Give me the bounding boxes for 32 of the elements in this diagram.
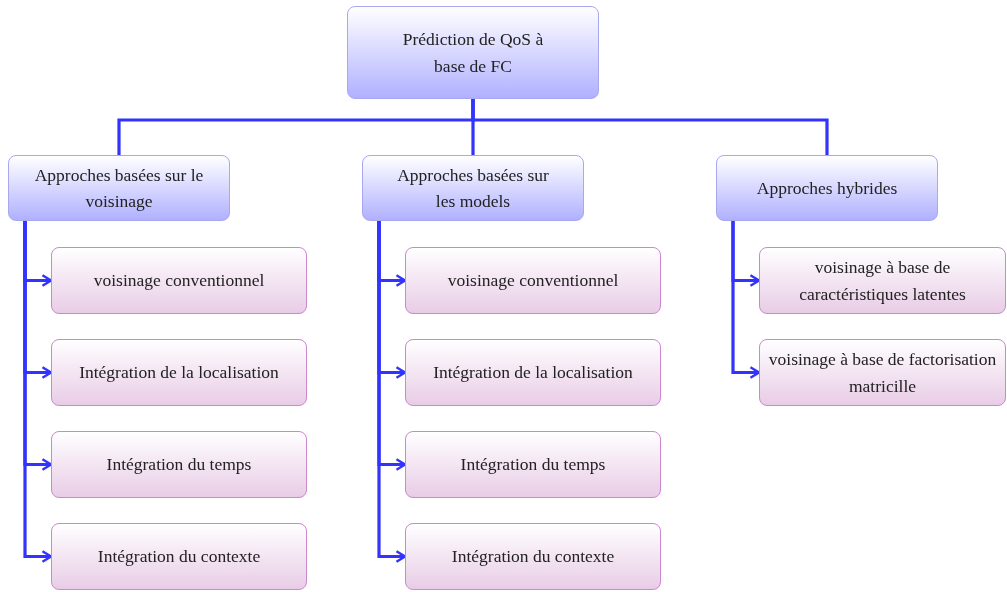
item-box	[51, 523, 307, 590]
node-label: Intégration de la localisation	[433, 361, 633, 385]
arrow	[731, 221, 761, 379]
item-box	[405, 247, 661, 314]
node-label: voisinage à base de caractéristiques latentes	[798, 256, 967, 306]
node-label: voisinage conventionnel	[447, 269, 619, 293]
item-box	[405, 431, 661, 498]
arrow	[23, 221, 53, 563]
item-box	[51, 339, 307, 406]
node-label: Intégration de la localisation	[79, 361, 279, 385]
item-box	[759, 247, 1006, 314]
category-box	[362, 155, 584, 221]
item-box	[51, 431, 307, 498]
arrow	[377, 221, 407, 563]
node-label: voisinage à base de factorisation matricille	[767, 348, 998, 398]
category-box	[716, 155, 938, 221]
item-box	[51, 247, 307, 314]
node-label: Intégration du temps	[106, 453, 252, 477]
node-label: Approches basées sur les models	[396, 163, 550, 213]
category-box	[8, 155, 230, 221]
node-label: Intégration du temps	[460, 453, 606, 477]
item-box	[759, 339, 1006, 406]
node-label: Approches hybrides	[756, 176, 898, 200]
item-box	[405, 523, 661, 590]
node-label: Intégration du contexte	[451, 545, 615, 569]
node-label: Prédiction de QoS à base de FC	[401, 28, 545, 78]
category-box	[347, 6, 599, 99]
node-label: Approches basées sur le voisinage	[34, 163, 204, 213]
node-label: Intégration du contexte	[97, 545, 261, 569]
item-box	[405, 339, 661, 406]
connector-line	[471, 99, 829, 155]
node-label: voisinage conventionnel	[93, 269, 265, 293]
